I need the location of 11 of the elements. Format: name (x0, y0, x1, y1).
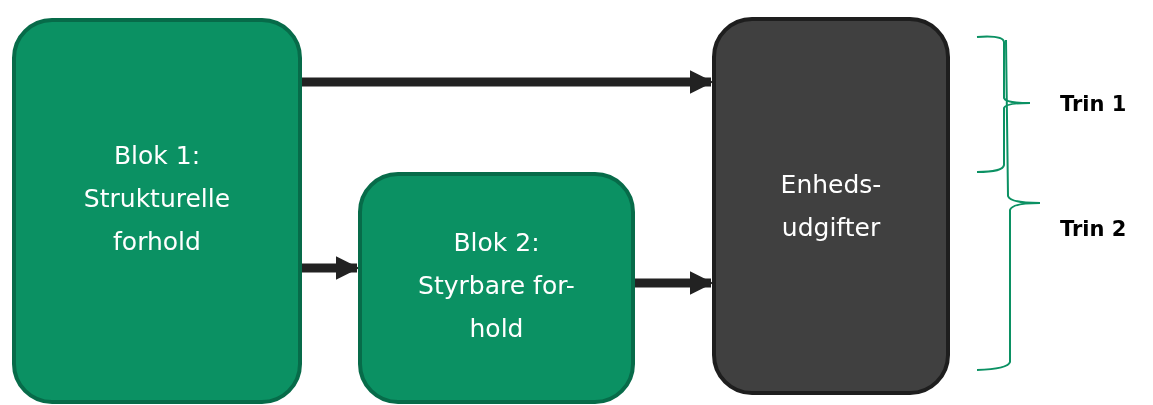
step-label: Trin 1 (1060, 92, 1127, 116)
node-label: Blok 2: Styrbare for- hold (417, 226, 576, 345)
process-box (358, 172, 635, 404)
node-label: Blok 1: Strukturelle forhold (82, 139, 232, 258)
result-box (712, 17, 950, 395)
arrow (300, 256, 360, 280)
arrow (633, 271, 714, 295)
process-box (12, 18, 302, 404)
arrow (300, 70, 714, 94)
step-label: Trin 2 (1060, 217, 1127, 241)
node-label: Enheds- udgifter (779, 169, 883, 244)
